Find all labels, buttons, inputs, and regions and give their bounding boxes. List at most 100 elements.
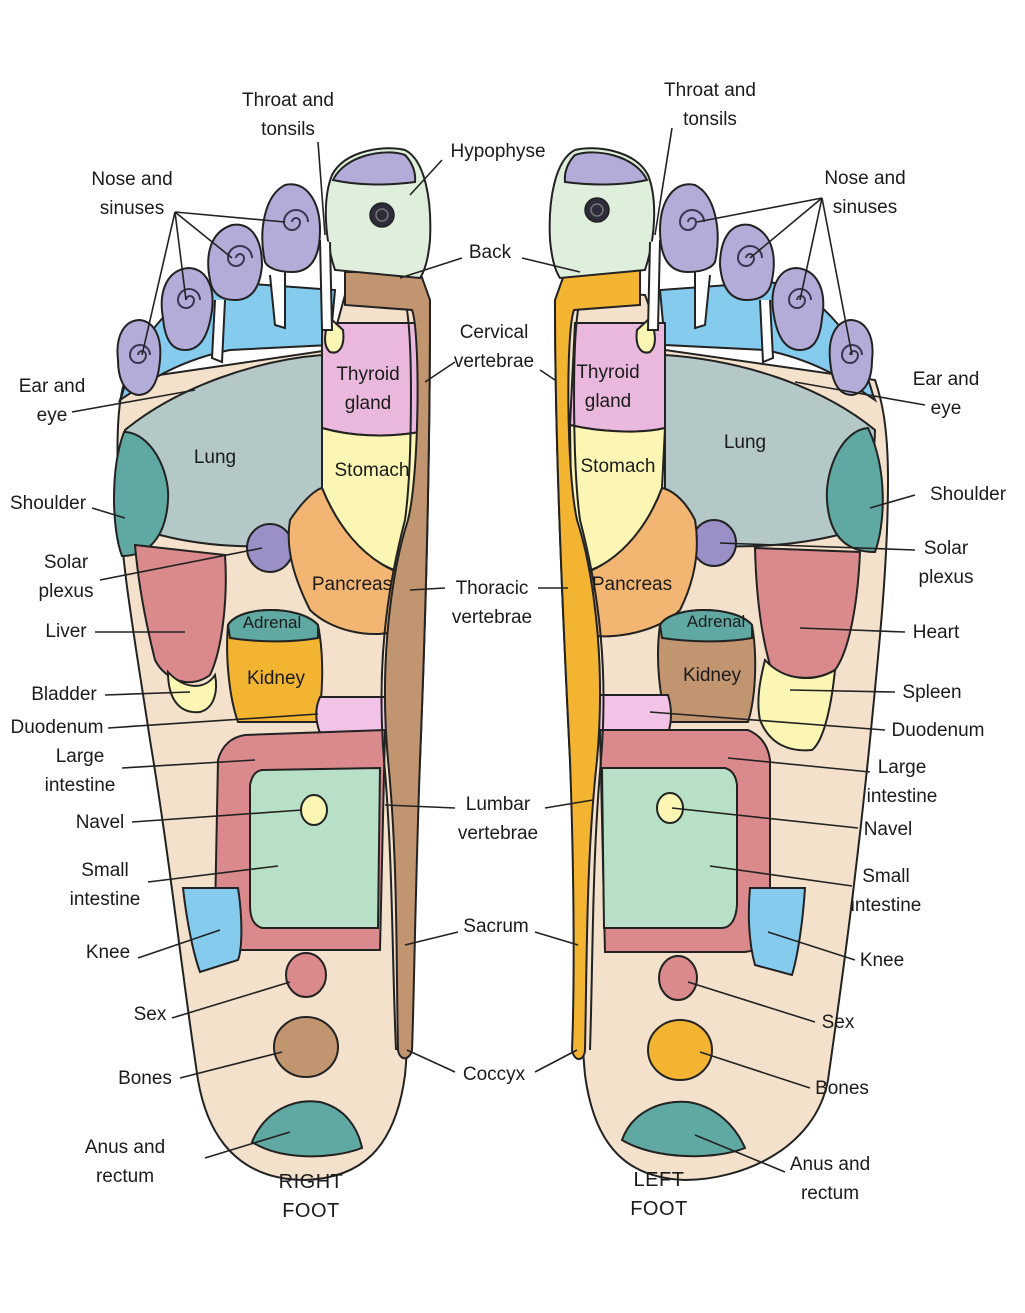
label-line: intestine bbox=[851, 895, 922, 916]
left-spleen-label: Spleen bbox=[902, 682, 961, 703]
left-spine-strip bbox=[553, 266, 641, 1060]
label-line: plexus bbox=[919, 567, 974, 588]
label-line: eye bbox=[37, 405, 68, 426]
left-sex-zone bbox=[658, 955, 698, 1001]
right-solar-label: Solar plexus bbox=[39, 552, 94, 602]
right-bones-label: Bones bbox=[118, 1068, 172, 1089]
right-knee-label: Knee bbox=[86, 942, 130, 963]
label-line: Cervical bbox=[460, 322, 529, 343]
label-line: RIGHT bbox=[279, 1171, 344, 1193]
label-line: sinuses bbox=[100, 198, 164, 219]
label-line: sinuses bbox=[833, 197, 897, 218]
left-hypophyse-spot bbox=[584, 197, 610, 223]
label-line: FOOT bbox=[282, 1200, 340, 1222]
sacrum-label: Sacrum bbox=[463, 916, 528, 937]
left-big-toe-tip bbox=[563, 151, 649, 186]
label-line: intestine bbox=[867, 786, 938, 807]
label-line: Small bbox=[81, 860, 129, 881]
right-sex-label: Sex bbox=[134, 1004, 167, 1025]
left-bones-label: Bones bbox=[815, 1078, 869, 1099]
right-shoulder-label: Shoulder bbox=[10, 493, 87, 514]
label-line: Ear and bbox=[19, 376, 86, 397]
label-line: Solar bbox=[44, 552, 89, 573]
back-label: Back bbox=[469, 242, 512, 263]
label-line: Nose and bbox=[824, 168, 905, 189]
right-bones-zone bbox=[273, 1016, 339, 1078]
label-line: plexus bbox=[39, 581, 94, 602]
label-line: Anus and bbox=[85, 1137, 165, 1158]
right-adrenal-label: Adrenal bbox=[243, 613, 302, 632]
label-line: Thyroid bbox=[576, 362, 639, 383]
label-line: vertebrae bbox=[452, 607, 532, 628]
left-adrenal-label: Adrenal bbox=[687, 612, 746, 631]
lumbar-label: Lumbar vertebrae bbox=[458, 794, 538, 844]
label-line: Throat and bbox=[242, 90, 334, 111]
right-big-toe-tip bbox=[331, 151, 417, 186]
label-line: Lumbar bbox=[466, 794, 531, 815]
label-line: Throat and bbox=[664, 80, 756, 101]
left-small-intestine-zone bbox=[600, 767, 738, 929]
right-kidney-label: Kidney bbox=[247, 668, 306, 689]
label-line: vertebrae bbox=[458, 823, 538, 844]
left-navel-label: Navel bbox=[864, 819, 913, 840]
label-line: Thyroid bbox=[336, 364, 399, 385]
label-line: Small bbox=[862, 866, 910, 887]
label-line: Solar bbox=[924, 538, 969, 559]
label-line: rectum bbox=[801, 1183, 859, 1204]
left-kidney-label: Kidney bbox=[683, 665, 742, 686]
left-heart-label: Heart bbox=[913, 622, 960, 643]
right-ear-label: Ear and eye bbox=[19, 376, 86, 426]
right-knee-zone bbox=[181, 887, 243, 974]
label-line: tonsils bbox=[683, 109, 737, 130]
left-solar-label: Solar plexus bbox=[919, 538, 974, 588]
right-liver-zone bbox=[133, 543, 227, 684]
left-throat-label: Throat and tonsils bbox=[664, 80, 756, 130]
right-foot bbox=[113, 147, 432, 1182]
left-knee-zone bbox=[747, 887, 807, 977]
right-bladder-zone bbox=[166, 669, 218, 714]
right-throat-label: Throat and tonsils bbox=[242, 90, 334, 140]
left-duodenum-zone bbox=[597, 694, 672, 734]
left-bones-zone bbox=[647, 1019, 713, 1081]
right-pancreas-label: Pancreas bbox=[312, 574, 392, 595]
right-duodenum-label: Duodenum bbox=[11, 717, 104, 738]
label-line: gland bbox=[345, 393, 392, 414]
left-knee-label: Knee bbox=[860, 950, 904, 971]
left-spine-center-line bbox=[573, 309, 605, 1051]
left-foot-labels: Throat and tonsils Nose and sinuses Ear an… bbox=[664, 80, 1007, 1204]
right-liver-label: Liver bbox=[45, 621, 87, 642]
left-small-toes bbox=[646, 183, 874, 397]
hypophyse-label: Hypophyse bbox=[450, 141, 545, 162]
cervical-label: Cervical vertebrae bbox=[454, 322, 534, 372]
right-thyroid-label: Thyroid gland bbox=[336, 364, 399, 414]
right-small-toes bbox=[116, 183, 334, 397]
right-small-intestine-label: Small intestine bbox=[70, 860, 141, 910]
label-line: vertebrae bbox=[454, 351, 534, 372]
right-small-intestine-zone bbox=[249, 766, 382, 929]
left-navel-zone bbox=[656, 792, 684, 824]
right-stomach-label: Stomach bbox=[335, 460, 410, 481]
right-adrenal-zone bbox=[226, 609, 319, 643]
right-solar-plexus-zone bbox=[246, 523, 294, 573]
left-small-intestine-label: Small intestine bbox=[851, 866, 922, 916]
left-lung-label: Lung bbox=[724, 432, 766, 453]
right-navel-label: Navel bbox=[76, 812, 125, 833]
label-line: tonsils bbox=[261, 119, 315, 140]
right-sex-zone bbox=[285, 952, 327, 998]
label-line: intestine bbox=[70, 889, 141, 910]
right-anus-zone bbox=[250, 1100, 364, 1158]
right-lung-label: Lung bbox=[194, 447, 236, 468]
leader-lines bbox=[71, 127, 926, 1173]
left-foot bbox=[548, 147, 890, 1182]
right-navel-zone bbox=[300, 794, 328, 826]
label-line: FOOT bbox=[630, 1198, 688, 1220]
label-line: Large bbox=[56, 746, 105, 767]
left-shoulder-zone bbox=[825, 426, 884, 554]
